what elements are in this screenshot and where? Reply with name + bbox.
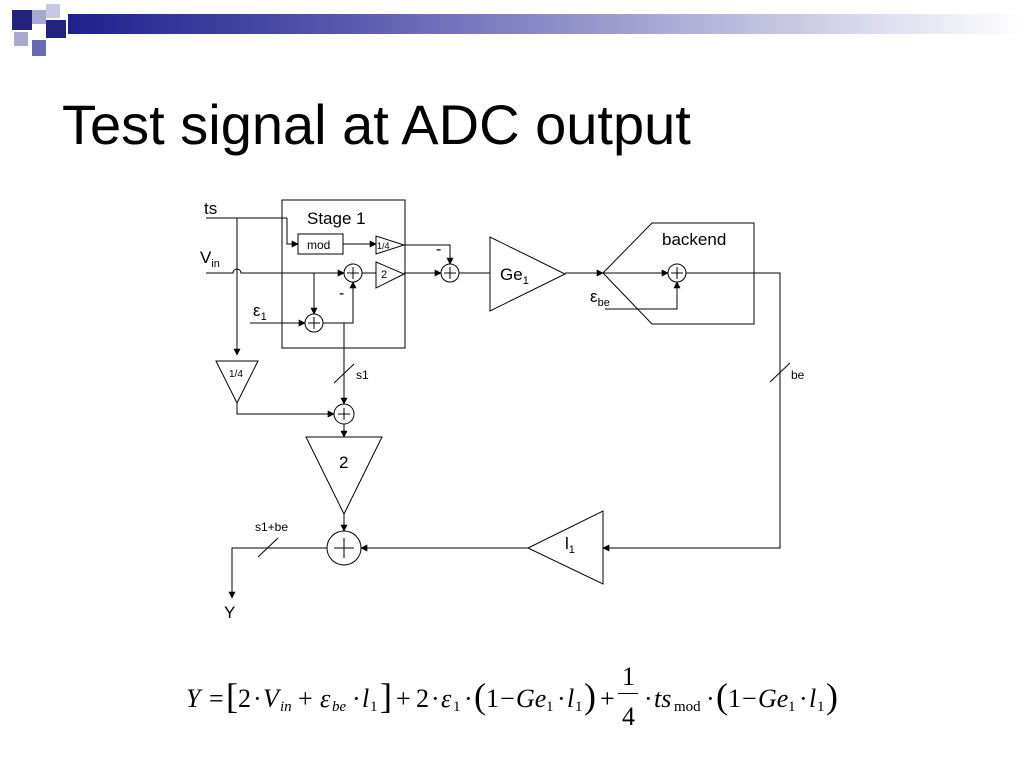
quarter-gain-left bbox=[215, 360, 259, 405]
decor-square bbox=[32, 40, 46, 56]
eq-frac-den: 4 bbox=[622, 702, 635, 731]
backend-label: backend bbox=[662, 230, 726, 249]
ge1-label: Ge1 bbox=[500, 265, 529, 287]
eq-l: l bbox=[809, 684, 817, 713]
be-label: be bbox=[791, 368, 805, 382]
block-diagram: ts Vin Stage 1 mod 1/4 2 - - ε1 Ge1 back… bbox=[200, 199, 805, 622]
eq-y: Y bbox=[186, 684, 201, 713]
eq-l: l bbox=[362, 684, 370, 713]
eq-dot: · bbox=[799, 684, 808, 713]
eq-v-sub: in bbox=[280, 699, 292, 715]
eq-left-paren: ( bbox=[716, 676, 728, 716]
eq-minus: − bbox=[742, 684, 757, 713]
eq-one: 1 bbox=[728, 684, 741, 713]
vin-label: Vin bbox=[200, 248, 220, 270]
decor-square bbox=[14, 32, 28, 46]
l1-label: l1 bbox=[565, 534, 575, 556]
eq-dot: · bbox=[557, 684, 566, 713]
eq-ts-sub: mod bbox=[674, 699, 701, 715]
eq-left-bracket: [ bbox=[226, 676, 238, 716]
y-output-label: Y bbox=[224, 603, 235, 622]
eq-frac-bar bbox=[618, 693, 638, 694]
eq-dot: · bbox=[352, 684, 361, 713]
decor-square bbox=[46, 20, 66, 38]
eq-ts: ts bbox=[654, 684, 672, 713]
eq-eps: ε bbox=[441, 684, 452, 713]
gain2-small bbox=[375, 261, 406, 289]
eq-eps-sub: be bbox=[332, 699, 347, 715]
header-band bbox=[68, 14, 1024, 34]
mod-label: mod bbox=[307, 238, 330, 252]
eq-right-paren: ) bbox=[826, 676, 838, 716]
output-equation: Y = [ 2 · V in + ε be · l 1 ] + 2 · ε 1 … bbox=[186, 660, 846, 740]
eq-plus: + bbox=[396, 684, 411, 713]
eq-l: l bbox=[567, 684, 575, 713]
eq-right-paren: ) bbox=[584, 676, 596, 716]
eq-l-sub: 1 bbox=[370, 699, 378, 715]
eq-dot: · bbox=[706, 684, 715, 713]
s1be-label: s1+be bbox=[255, 520, 288, 534]
eq-plus: + bbox=[298, 684, 313, 713]
eq-minus: − bbox=[500, 684, 515, 713]
eq-ge-sub: 1 bbox=[546, 699, 554, 715]
eq-dot: · bbox=[431, 684, 440, 713]
epsbe-label: εbe bbox=[590, 287, 610, 309]
eq-ge: Ge bbox=[758, 684, 789, 713]
ts-label: ts bbox=[204, 199, 217, 218]
decor-square bbox=[12, 10, 32, 30]
eq-two: 2 bbox=[238, 684, 251, 713]
eq-right-bracket: ] bbox=[380, 676, 392, 716]
eq-one: 1 bbox=[486, 684, 499, 713]
gain2-big bbox=[305, 436, 383, 516]
eq-equals: = bbox=[209, 684, 224, 713]
decor-square bbox=[32, 10, 46, 24]
ge1-amp bbox=[489, 236, 567, 312]
eq-ge: Ge bbox=[516, 684, 547, 713]
eq-eps: ε bbox=[320, 684, 331, 713]
minus-top-label: - bbox=[436, 241, 441, 258]
eps1-label: ε1 bbox=[253, 301, 267, 323]
eq-v: V bbox=[263, 684, 279, 713]
quarter-left-label: 1/4 bbox=[229, 369, 243, 380]
eq-ge-sub: 1 bbox=[788, 699, 796, 715]
eq-plus: + bbox=[600, 684, 615, 713]
s1-label: s1 bbox=[356, 368, 369, 382]
quarter-small-label: 1/4 bbox=[377, 241, 390, 251]
eq-dot: · bbox=[464, 684, 473, 713]
minus-mid-label: - bbox=[339, 285, 344, 302]
eq-eps-sub: 1 bbox=[453, 699, 461, 715]
eq-frac-num: 1 bbox=[622, 662, 635, 691]
eq-left-paren: ( bbox=[474, 676, 486, 716]
decor-square bbox=[46, 4, 60, 18]
eq-l-sub: 1 bbox=[817, 699, 825, 715]
gain2-big-label: 2 bbox=[339, 453, 348, 472]
slide-title: Test signal at ADC output bbox=[62, 93, 691, 156]
eq-dot: · bbox=[253, 684, 262, 713]
eq-dot: · bbox=[644, 684, 653, 713]
stage1-label: Stage 1 bbox=[307, 209, 366, 228]
eq-two: 2 bbox=[416, 684, 429, 713]
eq-l-sub: 1 bbox=[575, 699, 583, 715]
gain2-small-label: 2 bbox=[381, 269, 387, 281]
